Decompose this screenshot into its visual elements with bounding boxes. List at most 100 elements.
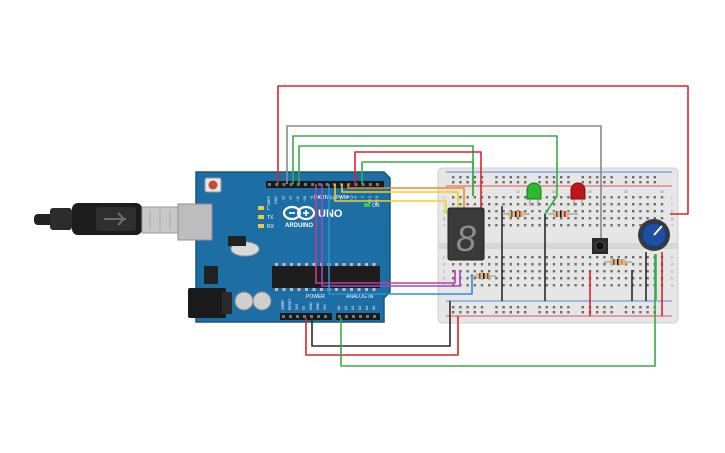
terminal-hole[interactable] <box>567 277 570 280</box>
terminal-hole[interactable] <box>502 217 505 220</box>
terminal-hole[interactable] <box>610 203 613 206</box>
wire-green-bottom[interactable] <box>340 254 656 367</box>
rail-hole[interactable] <box>538 311 541 314</box>
digital-pin-socket[interactable] <box>361 183 365 186</box>
power-pin-socket[interactable] <box>289 315 292 318</box>
terminal-hole[interactable] <box>531 270 534 273</box>
terminal-hole[interactable] <box>495 263 498 266</box>
terminal-hole[interactable] <box>560 203 563 206</box>
rail-hole[interactable] <box>560 176 563 179</box>
terminal-hole[interactable] <box>531 284 534 287</box>
rail-hole[interactable] <box>545 181 548 184</box>
terminal-hole[interactable] <box>488 203 491 206</box>
terminal-hole[interactable] <box>588 224 592 227</box>
analog-pin-socket[interactable] <box>338 315 341 318</box>
digital-pin-socket[interactable] <box>275 183 279 186</box>
terminal-hole[interactable] <box>660 217 664 220</box>
terminal-hole[interactable] <box>488 224 491 227</box>
terminal-hole[interactable] <box>610 210 613 213</box>
terminal-hole[interactable] <box>624 284 628 287</box>
rail-hole[interactable] <box>632 176 635 179</box>
terminal-hole[interactable] <box>567 224 570 227</box>
terminal-hole[interactable] <box>524 224 527 227</box>
rail-hole[interactable] <box>509 311 512 314</box>
terminal-hole[interactable] <box>488 217 491 220</box>
terminal-hole[interactable] <box>660 203 664 206</box>
terminal-hole[interactable] <box>610 270 613 273</box>
rail-hole[interactable] <box>639 176 642 179</box>
terminal-hole[interactable] <box>617 210 620 213</box>
terminal-hole[interactable] <box>603 284 606 287</box>
terminal-hole[interactable] <box>596 270 599 273</box>
terminal-hole[interactable] <box>632 263 635 266</box>
terminal-hole[interactable] <box>603 224 606 227</box>
rail-hole[interactable] <box>552 181 556 184</box>
rail-hole[interactable] <box>516 181 520 184</box>
terminal-hole[interactable] <box>509 284 512 287</box>
terminal-hole[interactable] <box>560 263 563 266</box>
power-pin-socket[interactable] <box>282 315 285 318</box>
terminal-hole[interactable] <box>610 256 613 259</box>
terminal-hole[interactable] <box>488 270 491 273</box>
terminal-hole[interactable] <box>581 256 584 259</box>
resistor-display[interactable] <box>470 273 496 279</box>
rail-hole[interactable] <box>524 311 527 314</box>
terminal-hole[interactable] <box>545 196 548 199</box>
wire-purple[interactable] <box>321 184 461 287</box>
rail-hole[interactable] <box>538 306 541 309</box>
terminal-hole[interactable] <box>452 203 455 206</box>
rail-hole[interactable] <box>567 176 570 179</box>
terminal-hole[interactable] <box>581 224 584 227</box>
terminal-hole[interactable] <box>639 263 642 266</box>
terminal-hole[interactable] <box>639 256 642 259</box>
analog-pin-socket[interactable] <box>352 315 355 318</box>
terminal-hole[interactable] <box>646 270 649 273</box>
terminal-hole[interactable] <box>574 224 577 227</box>
terminal-hole[interactable] <box>560 270 563 273</box>
terminal-hole[interactable] <box>574 210 577 213</box>
terminal-hole[interactable] <box>581 270 584 273</box>
rail-hole[interactable] <box>516 306 520 309</box>
rail-hole[interactable] <box>567 181 570 184</box>
terminal-hole[interactable] <box>639 210 642 213</box>
wire-black-bottom[interactable] <box>311 301 451 347</box>
rail-hole[interactable] <box>639 181 642 184</box>
terminal-hole[interactable] <box>653 217 656 220</box>
terminal-hole[interactable] <box>646 196 649 199</box>
terminal-hole[interactable] <box>639 203 642 206</box>
terminal-hole[interactable] <box>660 196 664 199</box>
rail-hole[interactable] <box>646 311 649 314</box>
terminal-hole[interactable] <box>624 277 628 280</box>
terminal-hole[interactable] <box>552 210 556 213</box>
terminal-hole[interactable] <box>560 284 563 287</box>
digital-pin-socket[interactable] <box>354 183 358 186</box>
terminal-hole[interactable] <box>610 277 613 280</box>
rail-hole[interactable] <box>632 306 635 309</box>
terminal-hole[interactable] <box>495 277 498 280</box>
led-green[interactable] <box>526 182 542 206</box>
rail-hole[interactable] <box>545 311 548 314</box>
terminal-hole[interactable] <box>560 196 563 199</box>
terminal-hole[interactable] <box>473 263 476 266</box>
terminal-hole[interactable] <box>466 277 469 280</box>
terminal-hole[interactable] <box>516 270 520 273</box>
rail-hole[interactable] <box>596 176 599 179</box>
terminal-hole[interactable] <box>538 256 541 259</box>
terminal-hole[interactable] <box>524 256 527 259</box>
power-pin-socket[interactable] <box>310 315 313 318</box>
analog-pin-socket[interactable] <box>366 315 369 318</box>
terminal-hole[interactable] <box>581 263 584 266</box>
terminal-hole[interactable] <box>495 256 498 259</box>
terminal-hole[interactable] <box>610 224 613 227</box>
terminal-hole[interactable] <box>531 217 534 220</box>
terminal-hole[interactable] <box>567 256 570 259</box>
rail-hole[interactable] <box>459 311 462 314</box>
terminal-hole[interactable] <box>581 284 584 287</box>
rail-hole[interactable] <box>466 176 469 179</box>
terminal-hole[interactable] <box>516 203 520 206</box>
terminal-hole[interactable] <box>524 270 527 273</box>
terminal-hole[interactable] <box>495 284 498 287</box>
terminal-hole[interactable] <box>531 203 534 206</box>
terminal-hole[interactable] <box>624 203 628 206</box>
rail-hole[interactable] <box>581 306 584 309</box>
